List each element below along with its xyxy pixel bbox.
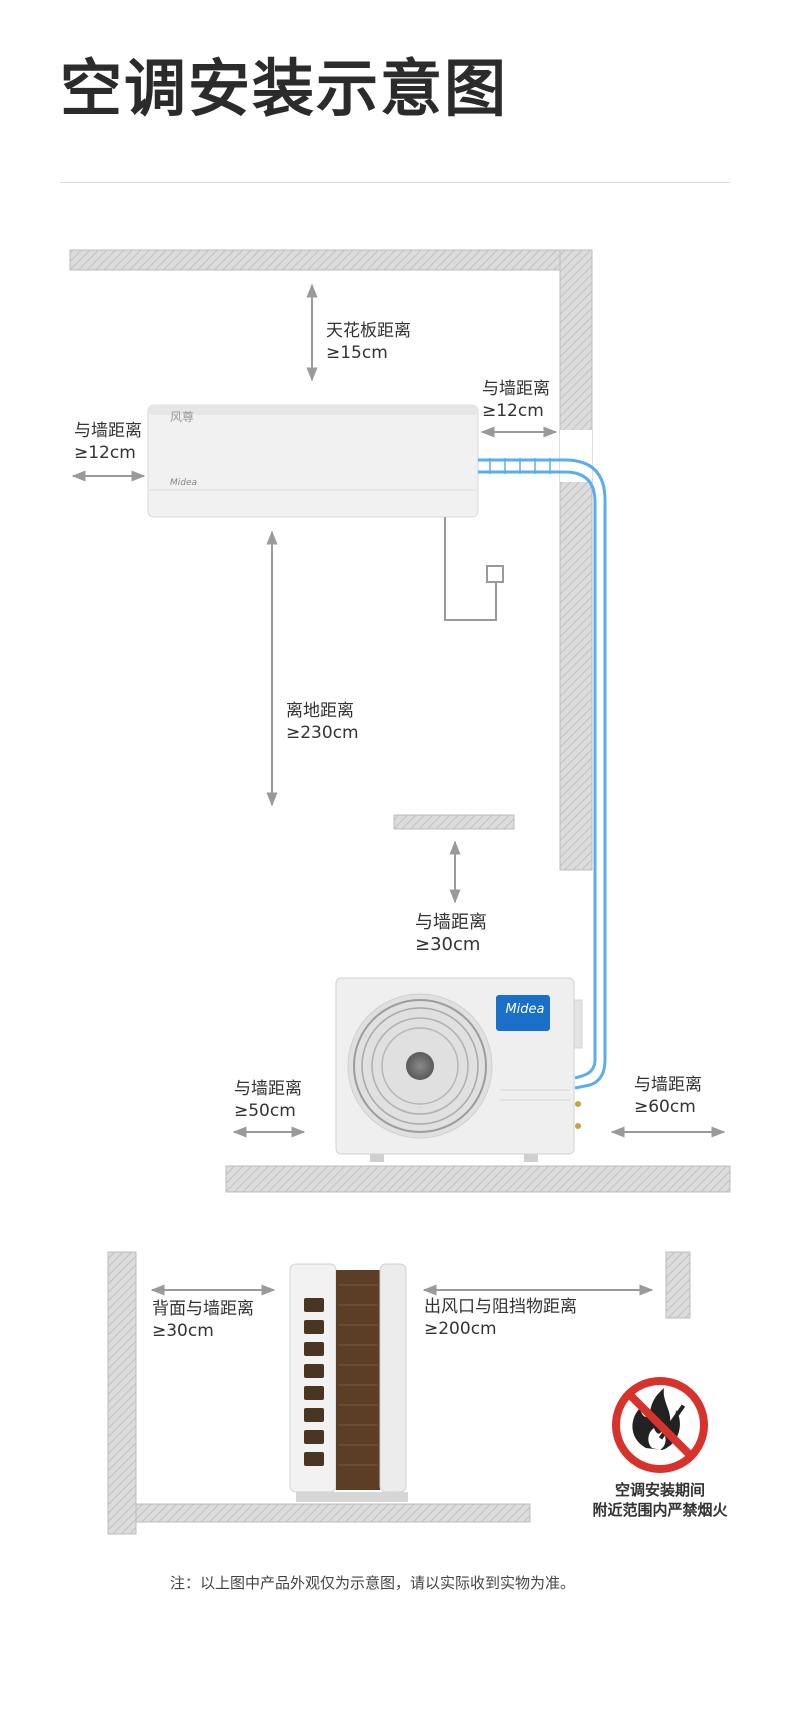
- title-divider: [60, 182, 730, 183]
- ceiling-label: 天花板距离 ≥15cm: [326, 321, 411, 363]
- outdoor-unit: [335, 977, 583, 1162]
- footnote: 注：以上图中产品外观仅为示意图，请以实际收到实物为准。: [170, 1574, 576, 1592]
- outdoor-unit-side-view: [289, 1263, 408, 1502]
- indoor-left-label: 与墙距离 ≥12cm: [74, 421, 142, 463]
- outdoor-top-obstacle: [393, 814, 515, 830]
- no-fire-icon: [612, 1377, 708, 1473]
- back-wall-label: 背面与墙距离 ≥30cm: [152, 1299, 254, 1341]
- floor-label: 离地距离 ≥230cm: [286, 701, 359, 743]
- side-view-walls: [107, 1251, 691, 1535]
- outdoor-floor: [225, 1165, 731, 1193]
- power-cable: [444, 517, 504, 621]
- page-title: 空调安装示意图: [60, 52, 509, 125]
- warning-text: 空调安装期间 附近范围内严禁烟火: [592, 1481, 728, 1519]
- outdoor-logo: Midea: [505, 1002, 545, 1017]
- outdoor-top-label: 与墙距离 ≥30cm: [415, 912, 487, 955]
- outlet-label: 出风口与阻挡物距离 ≥200cm: [424, 1297, 577, 1339]
- refrigerant-pipe: [478, 458, 607, 1090]
- indoor-logo: Midea: [170, 478, 198, 488]
- indoor-right-label: 与墙距离 ≥12cm: [482, 379, 550, 421]
- indoor-unit: [147, 404, 479, 518]
- outdoor-right-label: 与墙距离 ≥60cm: [634, 1075, 702, 1117]
- indoor-brand-label: 风尊: [170, 410, 195, 424]
- outdoor-left-label: 与墙距离 ≥50cm: [234, 1079, 302, 1121]
